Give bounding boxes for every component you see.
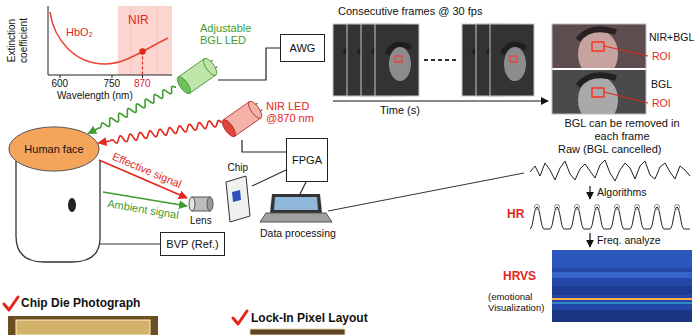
wire-line [242, 140, 286, 152]
part-label: Lens [190, 215, 212, 227]
panel-label: BGL [651, 78, 672, 90]
curve-label: HbO₂ [66, 26, 93, 39]
note-text: BGL can be removed in each frame [552, 117, 692, 142]
pixel-layout-photo [250, 329, 345, 335]
axis-label: Time (s) [380, 104, 420, 117]
face-ellipse-shape [9, 127, 99, 171]
processing-wire [328, 173, 524, 211]
led-label: NIR LED @870 nm [266, 100, 318, 124]
time-axis [333, 100, 548, 101]
frame-panels [552, 24, 648, 124]
y-axis [48, 6, 49, 75]
extinction-chart [48, 6, 172, 78]
part-label: Data processing [260, 227, 336, 239]
check-mark [233, 311, 247, 324]
led-lamp: NIR LED @870 nm [222, 98, 262, 140]
wire-line [218, 48, 280, 80]
tick-label: 600 [52, 78, 69, 90]
signal-title: Raw (BGL cancelled) [558, 143, 662, 156]
signal-label: Effective signal [110, 150, 183, 190]
node-label: FPGA [292, 154, 322, 167]
process-box: AWG [280, 34, 325, 62]
led-label: Adjustable BGL LED [200, 22, 260, 46]
step-arrow [589, 186, 590, 199]
face-ellipse: Human face [8, 126, 100, 172]
bvp-wire [100, 243, 160, 244]
hr-waveform [530, 207, 690, 229]
step-label: Freq. analyze [597, 234, 661, 246]
frame-stack [333, 24, 534, 96]
roi-label: ROI [652, 97, 671, 109]
peak-markers [535, 205, 680, 210]
panel-label: NIR+BGL [649, 31, 694, 43]
lens-symbol [189, 197, 213, 211]
note-text: (emotional Visualization) [488, 292, 550, 314]
step-arrow [589, 233, 590, 247]
band-label: NIR [128, 14, 149, 28]
axis-title: Wavelength (nm) [57, 90, 133, 102]
light-wave-arrow [98, 120, 222, 143]
node-label: AWG [290, 42, 316, 55]
axis-title: Extinction coefficient [6, 4, 29, 76]
die-photo [8, 316, 158, 335]
led-lamp: Adjustable BGL LED [176, 52, 218, 100]
led-symbol [222, 98, 262, 140]
section-heading: Chip Die Photograph [21, 297, 140, 311]
node-label: BVP (Ref.) [166, 238, 218, 251]
section-heading: Lock-In Pixel Layout [251, 312, 368, 326]
x-axis [48, 75, 172, 76]
signal-label: Ambient signal [106, 197, 179, 221]
node-label: Human face [24, 143, 83, 156]
tick-label: 870 [134, 78, 151, 90]
process-box: FPGA [286, 138, 328, 182]
wavelength-marker [142, 52, 143, 76]
wavelength-dot [139, 48, 145, 54]
check-mark [4, 297, 18, 310]
spectrogram [552, 250, 692, 322]
chip-symbol [226, 176, 250, 222]
led-symbol [176, 52, 218, 100]
output-label: HRVS [503, 270, 536, 284]
part-label: Chip [228, 162, 249, 174]
panel-title: Consecutive frames @ 30 fps [338, 5, 482, 18]
fpga-laptop-wire [300, 182, 306, 194]
tick-label: 750 [104, 78, 121, 90]
output-label: HR [507, 208, 524, 222]
laptop-icon [260, 194, 332, 222]
process-box: BVP (Ref.) [160, 232, 225, 256]
raw-waveform [530, 160, 690, 181]
hbo2-curve [50, 12, 168, 64]
fpga-chip-wire [252, 170, 286, 186]
step-label: Algorithms [597, 186, 647, 198]
roi-label: ROI [652, 50, 671, 62]
